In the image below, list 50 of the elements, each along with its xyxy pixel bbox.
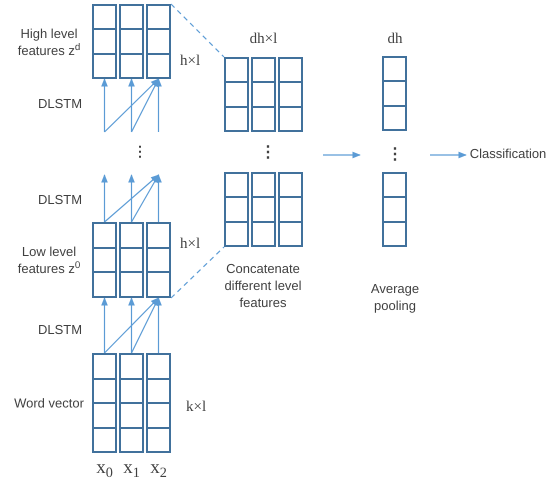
ellipsis: ⋮ [260,144,276,162]
arrow [101,174,108,222]
arrow [104,174,160,222]
dimension-text: h×l [180,52,202,71]
vector-column [146,4,171,79]
arrow [155,78,162,132]
arrow [128,174,135,222]
layer-label: DLSTM [36,191,84,209]
dashed-line [170,4,224,58]
vector-column [119,222,144,298]
vector-column [119,353,144,453]
dimension-text: Concatenate different level features [223,260,303,311]
arrow [104,297,160,354]
vector-column [119,4,144,79]
vector-column [382,56,407,131]
arrow [128,297,135,353]
ellipsis: ⋮ [387,146,403,164]
dimension-text: x$_{2}$ [149,456,168,480]
arrow [130,174,160,222]
matrix-label: High level features z$^{d}$ [16,24,82,58]
vector-column [92,353,117,453]
dimension-text: dh [386,30,404,49]
matrix-grid [224,57,303,132]
arrow [104,78,160,132]
vector-column [146,353,171,453]
layer-label: DLSTM [36,95,84,113]
matrix-label: Word vector [13,394,85,412]
vector-column [146,222,171,298]
layer-label: DLSTM [36,321,84,339]
dashed-line [170,246,224,298]
dimension-text: x$_{0}$ [95,456,114,480]
dimension-text: k×l [186,398,208,417]
arrow [155,297,162,353]
dimension-text: dh×l [248,30,278,49]
arrow [128,78,135,132]
dimension-text: x$_{1}$ [122,456,141,480]
arrow [101,297,108,353]
vector-column [92,222,117,298]
arrow [155,174,162,222]
ellipsis: ⋮ [133,144,145,158]
dimension-text: Average pooling [370,280,420,314]
dimension-text: h×l [180,235,202,254]
matrix-grid [224,172,303,247]
vector-column [92,4,117,79]
arrow [430,152,467,158]
output-label: Classification [470,145,546,164]
vector-column [382,172,407,247]
matrix-label: Low level features z$^{0}$ [16,243,82,277]
arrow [323,152,361,158]
arrow [101,78,108,132]
